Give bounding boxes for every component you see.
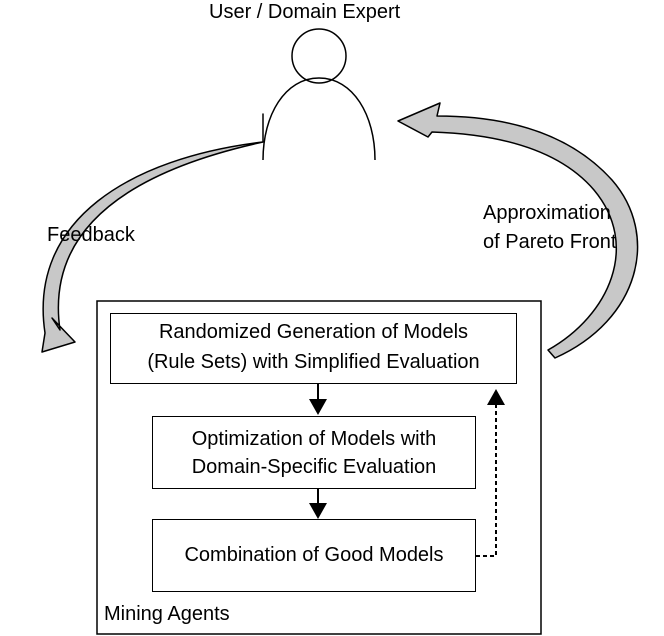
approximation-label-line2: of Pareto Front <box>483 231 617 253</box>
user-head-icon <box>291 28 347 84</box>
step-1-line-1: Randomized Generation of Models <box>158 321 469 343</box>
user-label: User / Domain Expert <box>209 1 401 23</box>
flow-arrow-1-head <box>309 399 327 415</box>
loopback-arrow-head <box>487 389 505 405</box>
step-box-randomized-generation: Randomized Generation of Models (Rule Se… <box>110 313 517 384</box>
loopback-dashed-arrow <box>476 405 497 557</box>
step-2-line-2: Domain-Specific Evaluation <box>191 456 437 478</box>
mining-agents-label: Mining Agents <box>104 603 230 625</box>
feedback-label: Feedback <box>47 224 135 246</box>
step-3-line-1: Combination of Good Models <box>184 544 444 566</box>
feedback-arrow <box>41 113 264 353</box>
approximation-arrow <box>397 102 639 359</box>
mining-agents-container <box>96 300 542 635</box>
flow-arrow-2-head <box>309 503 327 519</box>
user-body-icon <box>262 77 376 161</box>
step-1-line-2: (Rule Sets) with Simplified Evaluation <box>147 351 480 373</box>
step-box-optimization: Optimization of Models with Domain-Speci… <box>152 416 476 489</box>
step-box-combination: Combination of Good Models <box>152 519 476 592</box>
step-2-line-1: Optimization of Models with <box>191 428 437 450</box>
approximation-label-line1: Approximation <box>483 202 611 224</box>
